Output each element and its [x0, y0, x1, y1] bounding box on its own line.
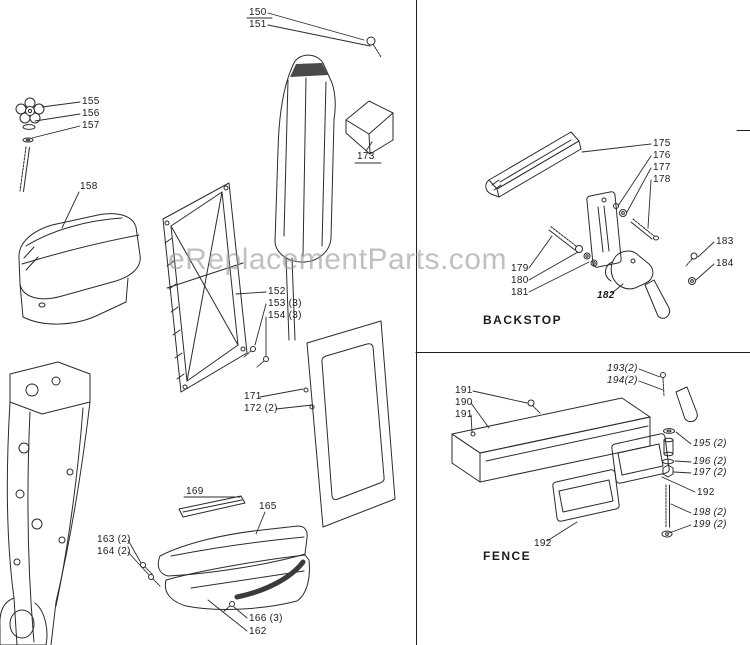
part-label-169: 169: [186, 486, 204, 497]
part-label-176: 176: [653, 150, 671, 161]
backstop-drawing: [485, 131, 698, 319]
part-label-156: 156: [82, 108, 100, 119]
leader-lines-fence: [470, 368, 696, 542]
screw-drawings-main: [140, 346, 269, 613]
part-label-184: 184: [716, 258, 734, 269]
backstop-section-title: BACKSTOP: [483, 313, 563, 327]
part-label-178: 178: [653, 174, 671, 185]
part-label-192-right: 192: [697, 487, 715, 498]
cover-drawing-158: [18, 213, 141, 325]
part-label-152: 152: [268, 286, 286, 297]
door-drawing-171: [303, 320, 396, 528]
leader-lines-backstop: [528, 143, 715, 294]
part-label-158: 158: [80, 181, 98, 192]
part-label-151: 151: [249, 19, 267, 30]
part-label-190: 190: [455, 397, 473, 408]
chute-drawing-162: [164, 554, 310, 610]
part-label-155: 155: [82, 96, 100, 107]
guard-drawing-165: [157, 525, 308, 577]
part-label-163: 163 (2): [97, 534, 131, 545]
part-label-173: 173: [357, 151, 375, 162]
part-label-166: 166 (3): [249, 613, 283, 624]
fence-drawing: [451, 372, 698, 538]
part-label-153: 153 (3): [268, 298, 302, 309]
part-label-183: 183: [716, 236, 734, 247]
part-label-182: 182: [597, 290, 615, 301]
fence-section-title: FENCE: [483, 549, 532, 563]
part-label-199: 199 (2): [693, 519, 727, 530]
part-label-154: 154 (3): [268, 310, 302, 321]
knob-drawing-155: [15, 97, 45, 192]
part-label-196: 196 (2): [693, 456, 727, 467]
part-label-197: 197 (2): [693, 467, 727, 478]
part-label-164: 164 (2): [97, 546, 131, 557]
frame-drawing-152: [162, 182, 248, 393]
part-label-191-top: 191: [455, 385, 473, 396]
part-label-194: 194(2): [607, 375, 638, 386]
blade-guard-drawing: [274, 54, 336, 341]
part-label-195: 195 (2): [693, 438, 727, 449]
part-label-165: 165: [259, 501, 277, 512]
part-label-177: 177: [653, 162, 671, 173]
leader-lines-main: [31, 12, 382, 632]
part-label-198: 198 (2): [693, 507, 727, 518]
part-label-180: 180: [511, 275, 529, 286]
part-label-192-left: 192: [534, 538, 552, 549]
part-label-150: 150: [249, 7, 267, 18]
part-label-181: 181: [511, 287, 529, 298]
part-label-179: 179: [511, 263, 529, 274]
stand-drawing: [0, 361, 91, 645]
screw-drawing-150: [366, 36, 382, 58]
watermark-text: eReplacementParts.com: [168, 243, 507, 276]
panel-divider-lines: [415, 0, 750, 645]
part-label-171: 171: [244, 391, 262, 402]
part-label-172: 172 (2): [244, 403, 278, 414]
bracket-drawing-173: [345, 100, 394, 155]
part-label-175: 175: [653, 138, 671, 149]
part-label-191-bottom: 191: [455, 409, 473, 420]
part-label-193: 193(2): [607, 363, 638, 374]
part-label-162: 162: [249, 626, 267, 637]
bracket-drawing-169: [178, 495, 246, 518]
part-label-157: 157: [82, 120, 100, 131]
